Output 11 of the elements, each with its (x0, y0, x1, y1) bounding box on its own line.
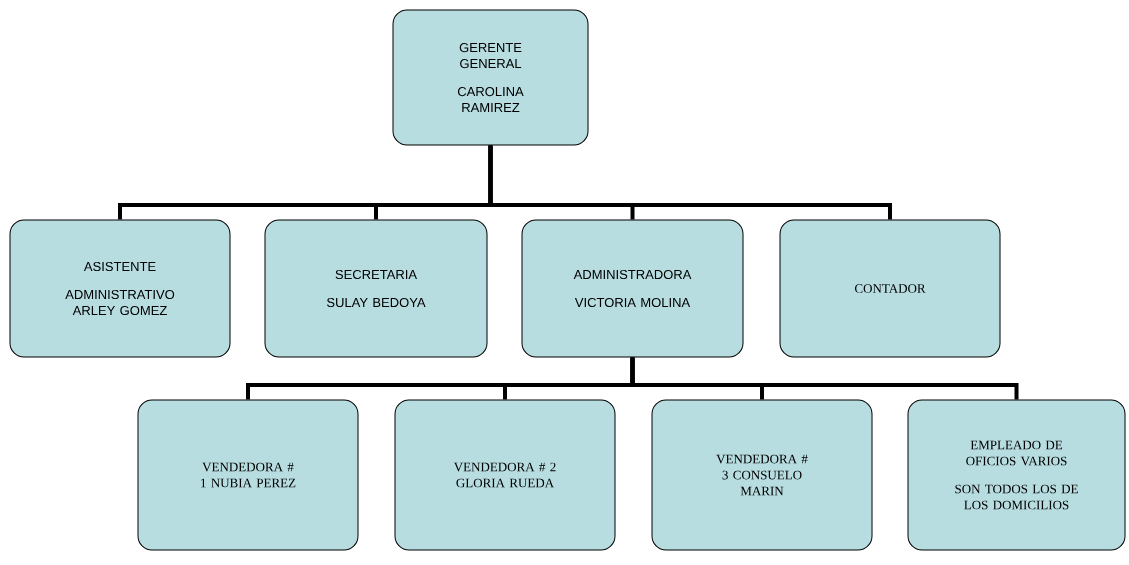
org-box: GERENTE GENERAL CAROLINA RAMIREZ (392, 9, 589, 146)
org-box: VENDEDORA # 1 NUBIA PEREZ (137, 399, 359, 551)
org-box: CONTADOR (779, 219, 1001, 358)
org-box: VENDEDORA # 2 GLORIA RUEDA (394, 399, 616, 551)
org-box: VENDEDORA # 3 CONSUELO MARIN (651, 399, 873, 551)
connector-line (630, 357, 1019, 400)
org-box: ADMINISTRADORA VICTORIA MOLINA (521, 219, 744, 358)
org-box: EMPLEADO DE OFICIOS VARIOS SON TODOS LOS DE LOS DOMICILIOS (907, 399, 1126, 551)
connector-line (488, 145, 892, 220)
org-box: SECRETARIA SULAY BEDOYA (264, 219, 488, 358)
org-box: ASISTENTE ADMINISTRATIVO ARLEY GOMEZ (9, 219, 231, 358)
